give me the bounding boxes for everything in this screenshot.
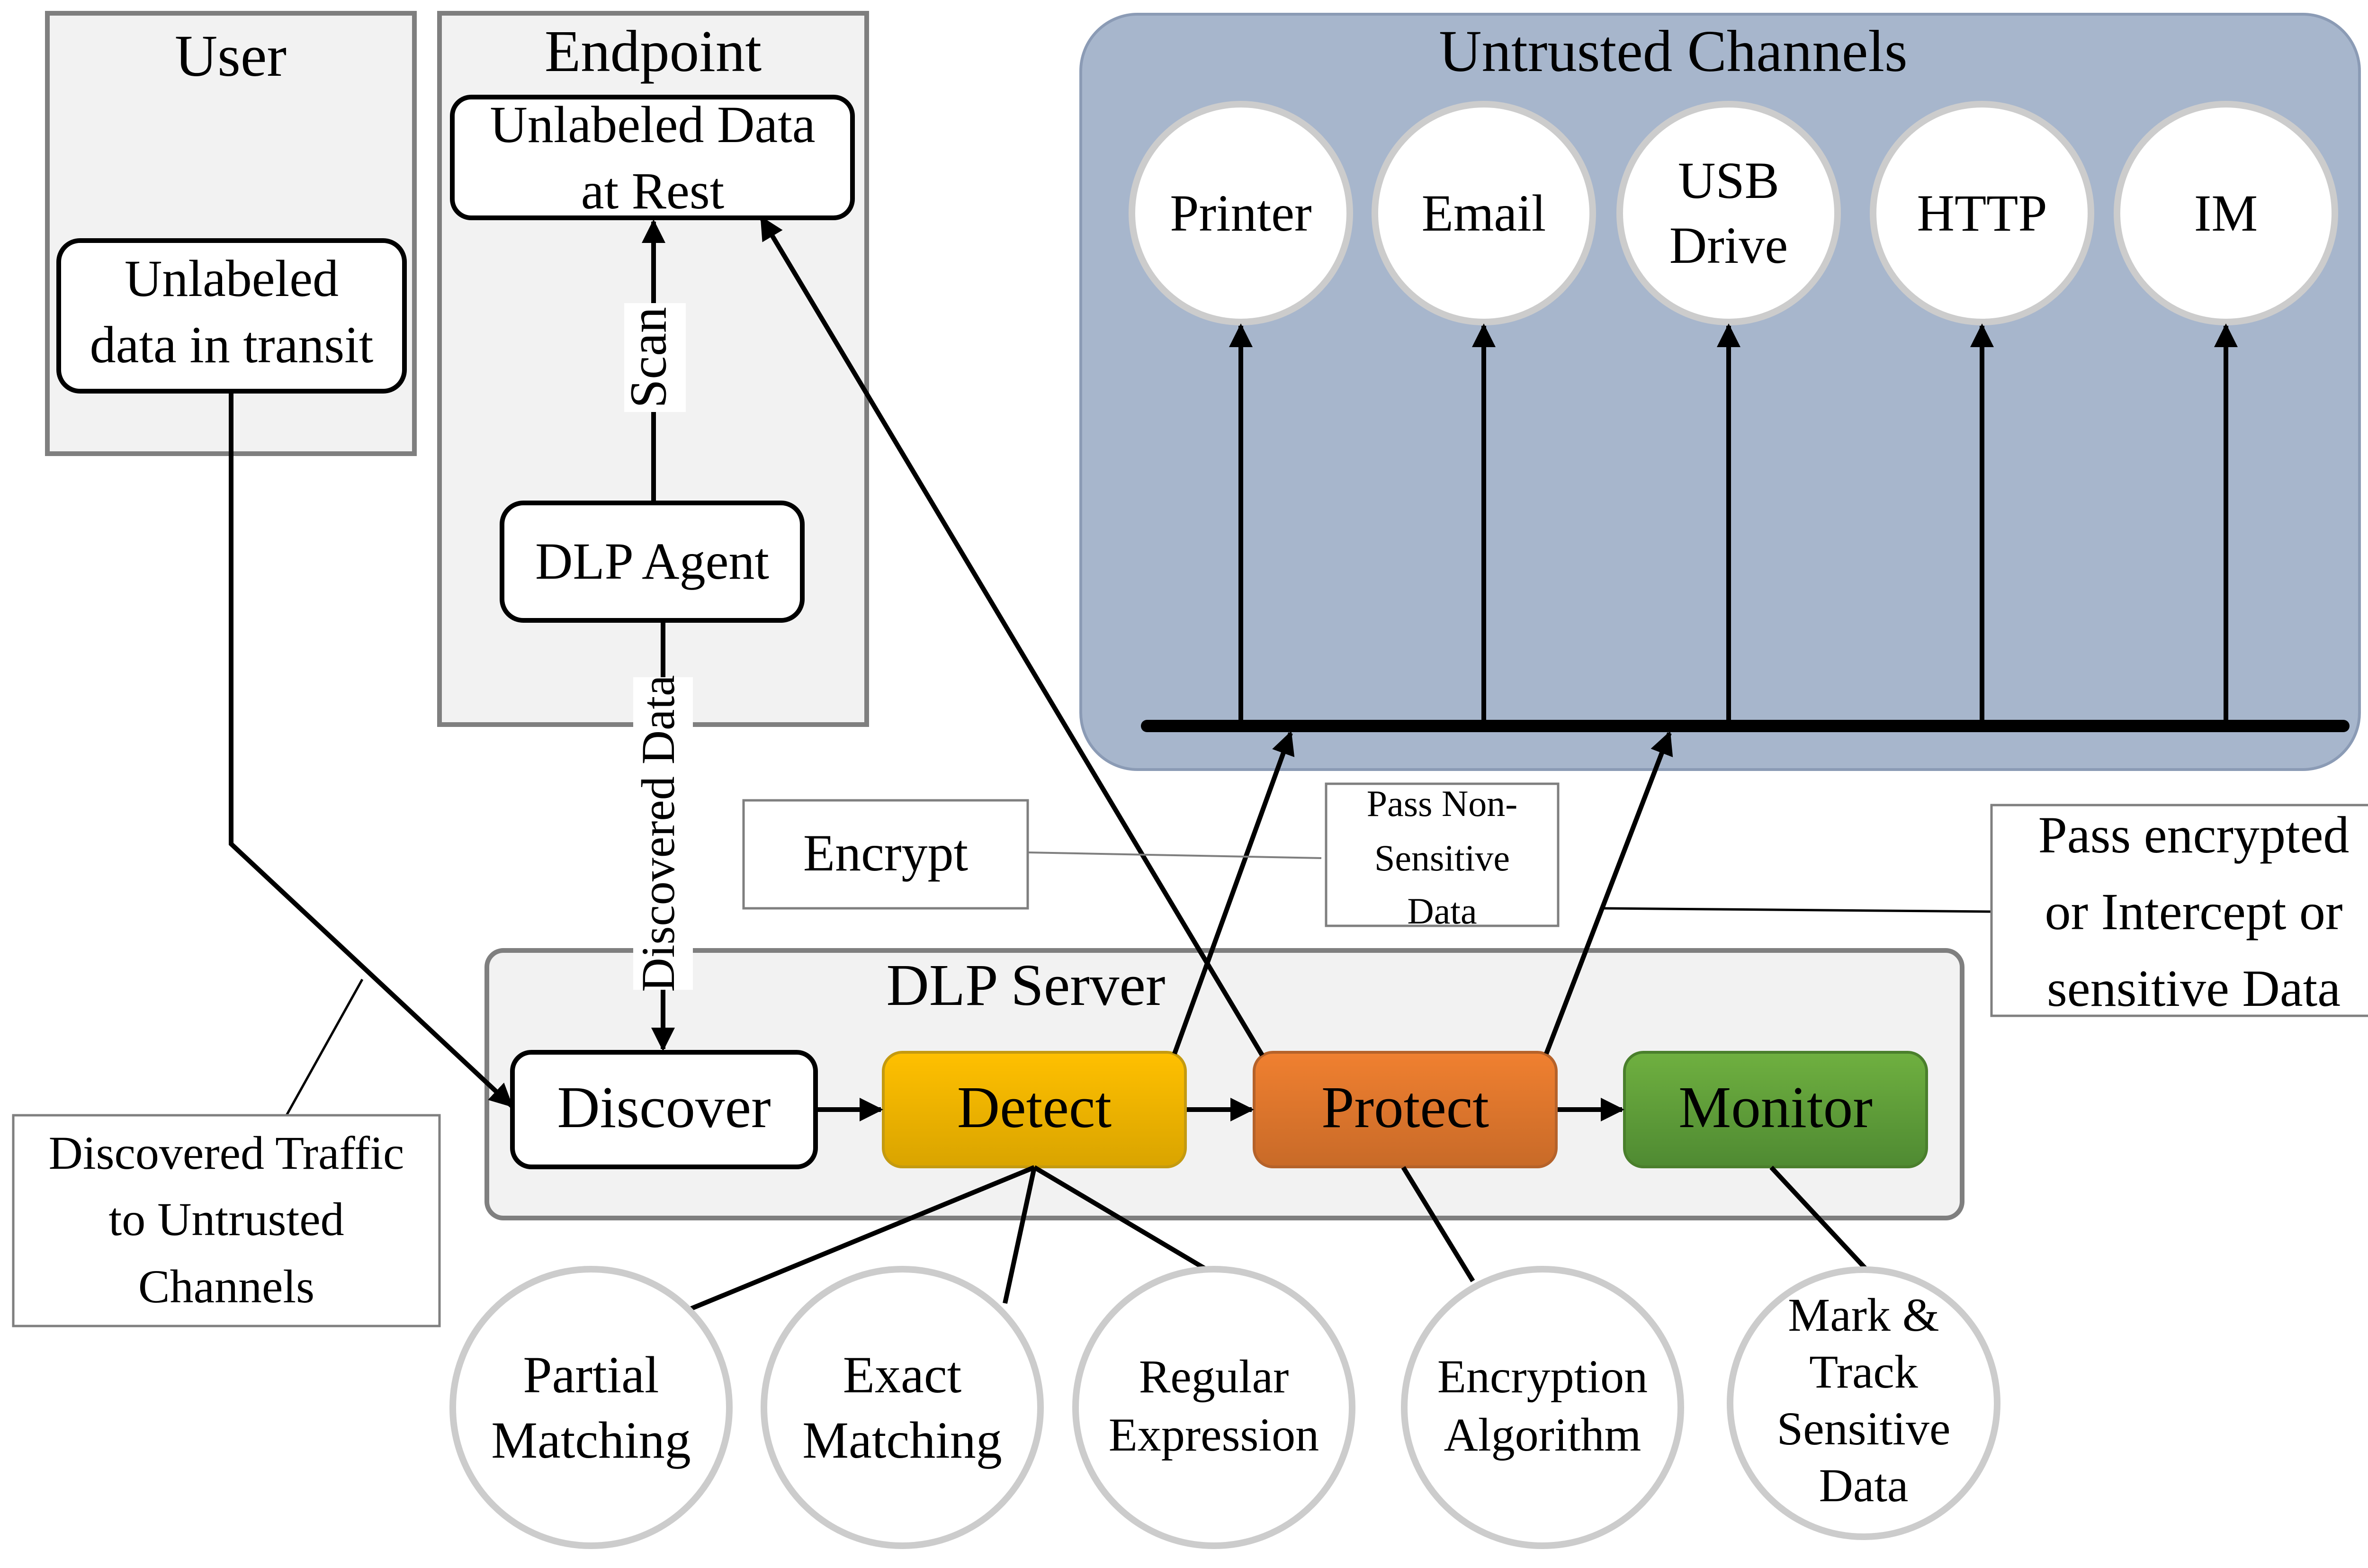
channel-email: Email [1372,101,1596,325]
discovered-traffic-line-1: Discovered Traffic [49,1127,404,1179]
channel-email-label: Email [1422,184,1546,242]
method-mark-track: Mark & Track Sensitive Data [1727,1266,2000,1540]
endpoint-panel: Endpoint Unlabeled Data at Rest Scan DLP… [437,11,869,727]
pass-non-sensitive-line-3: Data [1407,890,1477,932]
mark-track-line-3: Sensitive [1777,1402,1951,1455]
pass-non-sensitive-line-1: Pass Non- [1367,783,1518,824]
discover-stage: Discover [510,1050,818,1169]
method-exact-matching: Exact Matching [761,1266,1044,1549]
channel-http: HTTP [1870,101,2094,325]
discovered-traffic-line-3: Channels [138,1260,314,1313]
exact-matching-line-1: Exact [843,1346,961,1404]
discovered-data-label: Discovered Data [632,675,684,992]
detect-label: Detect [957,1075,1112,1140]
mark-track-line-2: Track [1809,1345,1918,1398]
discovered-traffic-callout: Discovered Traffic to Untrusted Channels [12,978,441,1327]
protect-to-rest-arrow [759,215,1265,1057]
channel-usb-label-2: Drive [1669,216,1788,274]
transit-box-line-2: data in transit [90,316,374,374]
exact-matching-line-2: Matching [802,1411,1002,1469]
monitor-label: Monitor [1678,1075,1873,1140]
channel-printer-label: Printer [1170,184,1311,242]
channel-usb-label-1: USB [1678,152,1779,209]
discover-label: Discover [557,1075,771,1140]
transit-to-discover-arrow [229,391,513,1108]
regular-expression-line-2: Expression [1109,1408,1319,1461]
unlabeled-data-at-rest-box: Unlabeled Data at Rest [450,95,855,220]
mark-track-line-4: Data [1819,1459,1909,1512]
pass-non-sensitive-callout: Pass Non- Sensitive Data [1325,782,1560,932]
method-partial-matching: Partial Matching [449,1266,733,1549]
channel-printer: Printer [1129,101,1353,325]
pass-encrypted-line-3: sensitive Data [2047,959,2341,1017]
protect-to-bus-arrow [1544,731,1673,1055]
endpoint-panel-title: Endpoint [545,19,762,84]
mark-track-line-1: Mark & [1788,1289,1939,1341]
detect-to-exact-line [1003,1166,1037,1304]
untrusted-channels-title: Untrusted Channels [1439,19,1907,84]
encryption-algorithm-line-1: Encryption [1437,1350,1648,1403]
channel-im: IM [2114,101,2338,325]
channel-im-label: IM [2194,184,2258,242]
regular-expression-line-1: Regular [1139,1350,1289,1403]
dlp-agent-box: DLP Agent [500,501,805,623]
encrypt-callout: Encrypt [742,799,1322,910]
detect-to-partial-line [688,1165,1035,1312]
method-encryption-algorithm: Encryption Algorithm [1401,1266,1684,1549]
protect-to-encryption-line [1401,1166,1475,1282]
user-panel: User Unlabeled data in transit [45,11,417,456]
pass-non-sensitive-line-2: Sensitive [1374,837,1510,878]
protect-stage: Protect [1253,1051,1558,1168]
channel-http-label: HTTP [1917,184,2047,242]
pass-encrypted-line-2: or Intercept or [2045,883,2342,941]
discovered-traffic-line-2: to Untrusted [108,1193,344,1245]
user-panel-title: User [175,24,287,89]
partial-matching-line-1: Partial [523,1346,659,1404]
untrusted-channels-panel: Untrusted Channels Printer Email USB Dri… [1079,13,2361,771]
monitor-stage: Monitor [1623,1051,1928,1168]
partial-matching-line-2: Matching [491,1411,691,1469]
unlabeled-data-in-transit-box: Unlabeled data in transit [56,238,407,394]
dlp-server-panel: DLP Server Discover Detect Protect Monit… [484,948,1964,1220]
encrypt-callout-text: Encrypt [803,824,968,882]
detect-to-regex-line [1033,1165,1211,1274]
channel-usb-drive: USB Drive [1616,101,1841,325]
method-regular-expression: Regular Expression [1072,1266,1355,1549]
encryption-algorithm-line-2: Algorithm [1444,1408,1641,1461]
protect-label: Protect [1321,1075,1489,1140]
monitor-to-mark-line [1769,1165,1870,1273]
scan-label: Scan [619,307,677,408]
transit-box-line-1: Unlabeled [125,250,339,307]
detect-to-bus-arrow [1172,731,1295,1055]
pass-encrypted-line-1: Pass encrypted [2038,806,2350,864]
pass-encrypted-callout: Pass encrypted or Intercept or sensitive… [1603,804,2368,1017]
dlp-agent-label: DLP Agent [535,532,769,590]
dlp-server-title: DLP Server [887,953,1166,1018]
rest-box-line-1: Unlabeled Data [490,96,815,153]
detect-stage: Detect [882,1051,1187,1168]
rest-box-line-2: at Rest [581,162,724,220]
